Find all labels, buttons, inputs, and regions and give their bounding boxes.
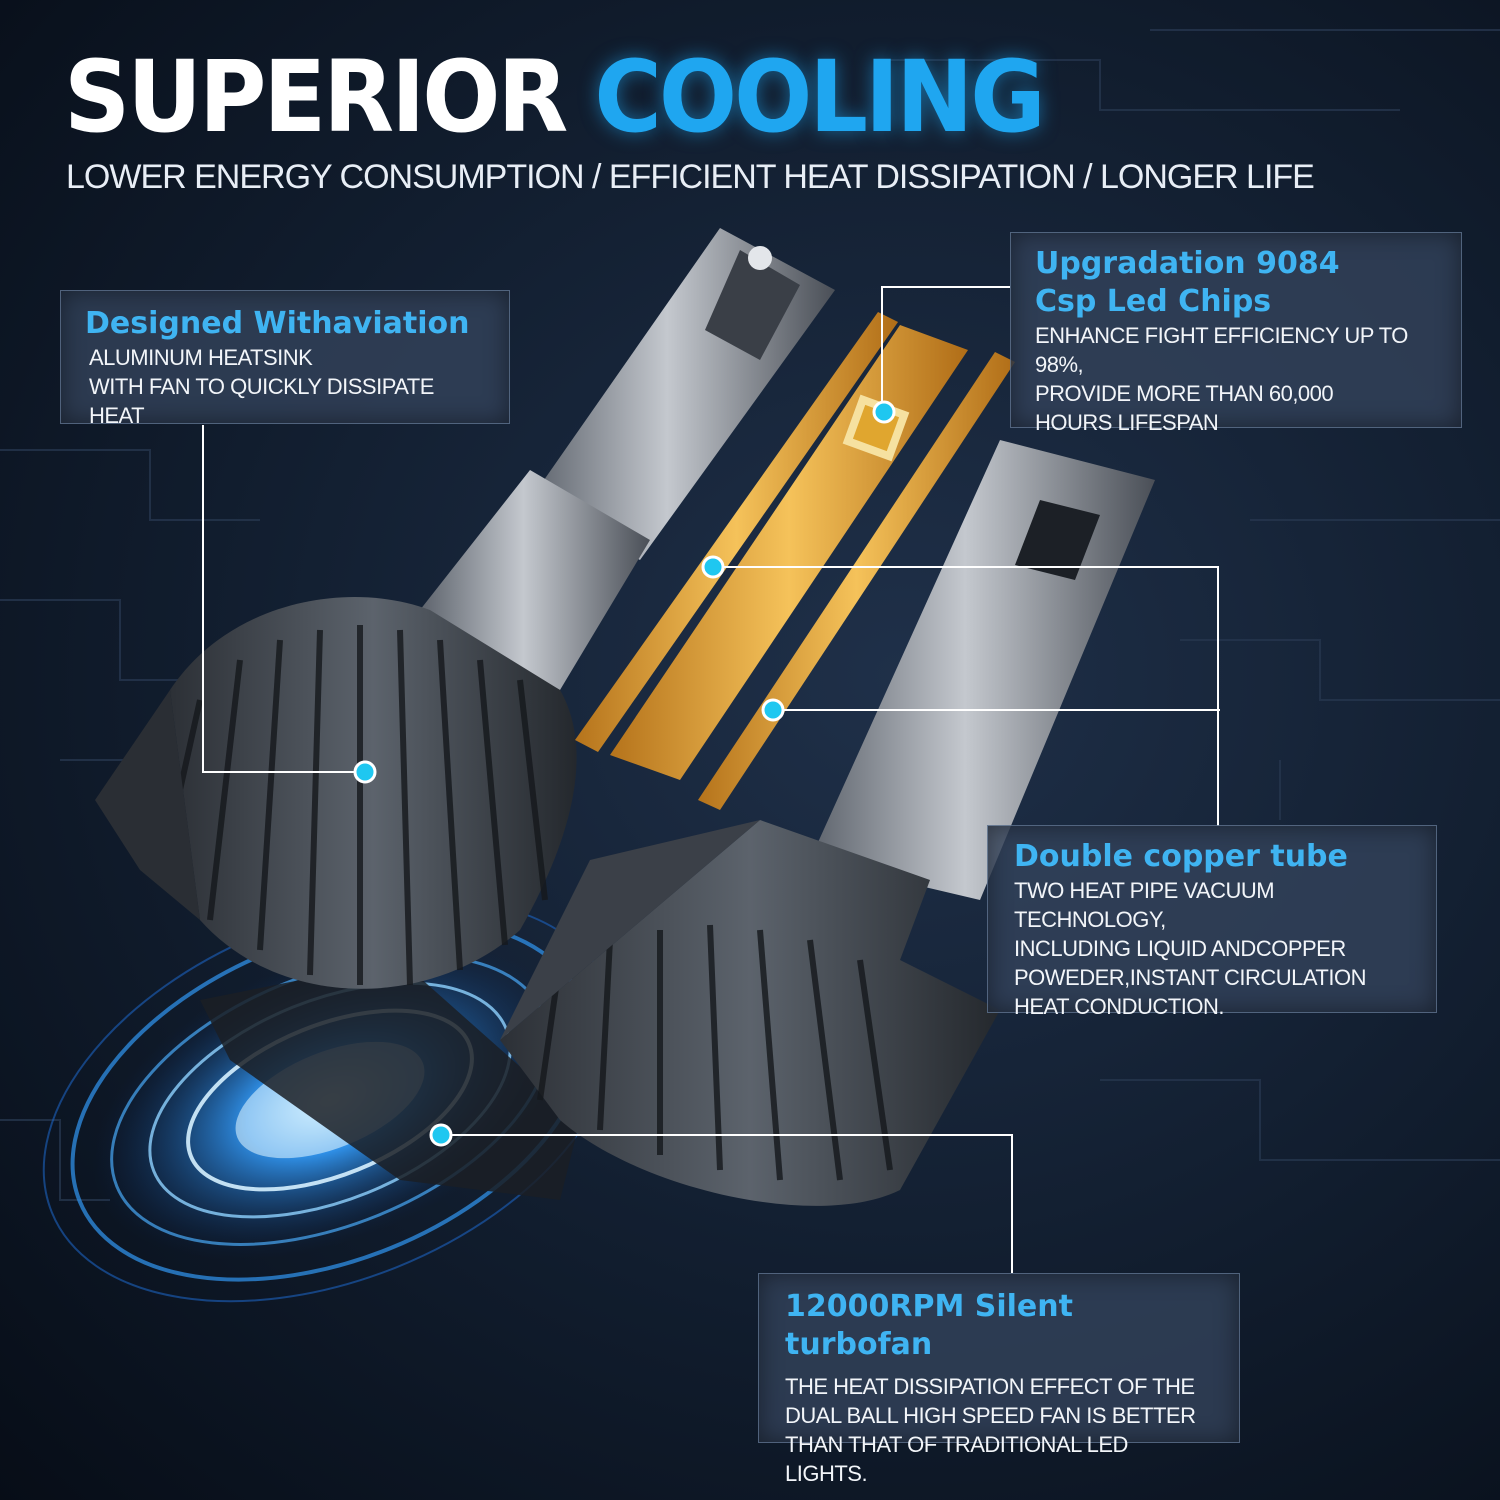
callout-designed-withaviation: Designed Withaviation ALUMINUM HEATSINK … <box>60 290 510 428</box>
callout-line: DUAL BALL HIGH SPEED FAN IS BETTER <box>785 1403 1196 1428</box>
callout-line: PROVIDE MORE THAN 60,000 <box>1035 381 1334 406</box>
left-bulb <box>95 228 835 989</box>
callout-line: ALUMINUM HEATSINK <box>89 345 313 370</box>
callout-line: TWO HEAT PIPE VACUUM TECHNOLOGY, <box>1014 878 1275 932</box>
headline-part-cooling: COOLING <box>594 39 1045 155</box>
headline-part-superior: SUPERIOR <box>64 39 568 155</box>
callout-line: ENHANCE FIGHT EFFICIENCY UP TO 98%, <box>1035 323 1408 377</box>
callout-title: 12000RPM Silent turbofan <box>785 1289 1073 1362</box>
callout-leaders <box>202 286 1220 1273</box>
callout-title-line: Csp Led Chips <box>1035 284 1272 319</box>
callout-line: INCLUDING LIQUID ANDCOPPER <box>1014 936 1346 961</box>
callout-line: POWEDER,INSTANT CIRCULATION <box>1014 965 1366 990</box>
callout-line: THAN THAT OF TRADITIONAL LED LIGHTS. <box>785 1432 1128 1486</box>
callout-double-copper-tube: Double copper tube TWO HEAT PIPE VACUUM … <box>987 825 1437 1019</box>
circuit-pattern <box>0 29 1500 1201</box>
callout-line: WITH FAN TO QUICKLY DISSIPATE HEAT <box>89 374 434 428</box>
callout-silent-turbofan: 12000RPM Silent turbofan THE HEAT DISSIP… <box>758 1273 1240 1486</box>
callout-title-line: Upgradation 9084 <box>1035 246 1340 281</box>
callout-line: HOURS LIFESPAN <box>1035 410 1219 435</box>
fan-blade-holder <box>200 960 580 1200</box>
callout-dots <box>353 400 896 1147</box>
callout-title: Designed Withaviation <box>85 306 470 341</box>
callout-line: THE HEAT DISSIPATION EFFECT OF THE <box>785 1374 1195 1399</box>
subtitle: LOWER ENERGY CONSUMPTION / EFFICIENT HEA… <box>66 158 1315 196</box>
right-bulb <box>500 440 1155 1206</box>
callout-title: Double copper tube <box>1014 839 1348 874</box>
callout-line: HEAT CONDUCTION. <box>1014 994 1224 1019</box>
headline: SUPERIOR COOLING <box>64 47 1046 147</box>
callout-csp-led-chips: Upgradation 9084 Csp Led Chips ENHANCE F… <box>1010 232 1462 435</box>
